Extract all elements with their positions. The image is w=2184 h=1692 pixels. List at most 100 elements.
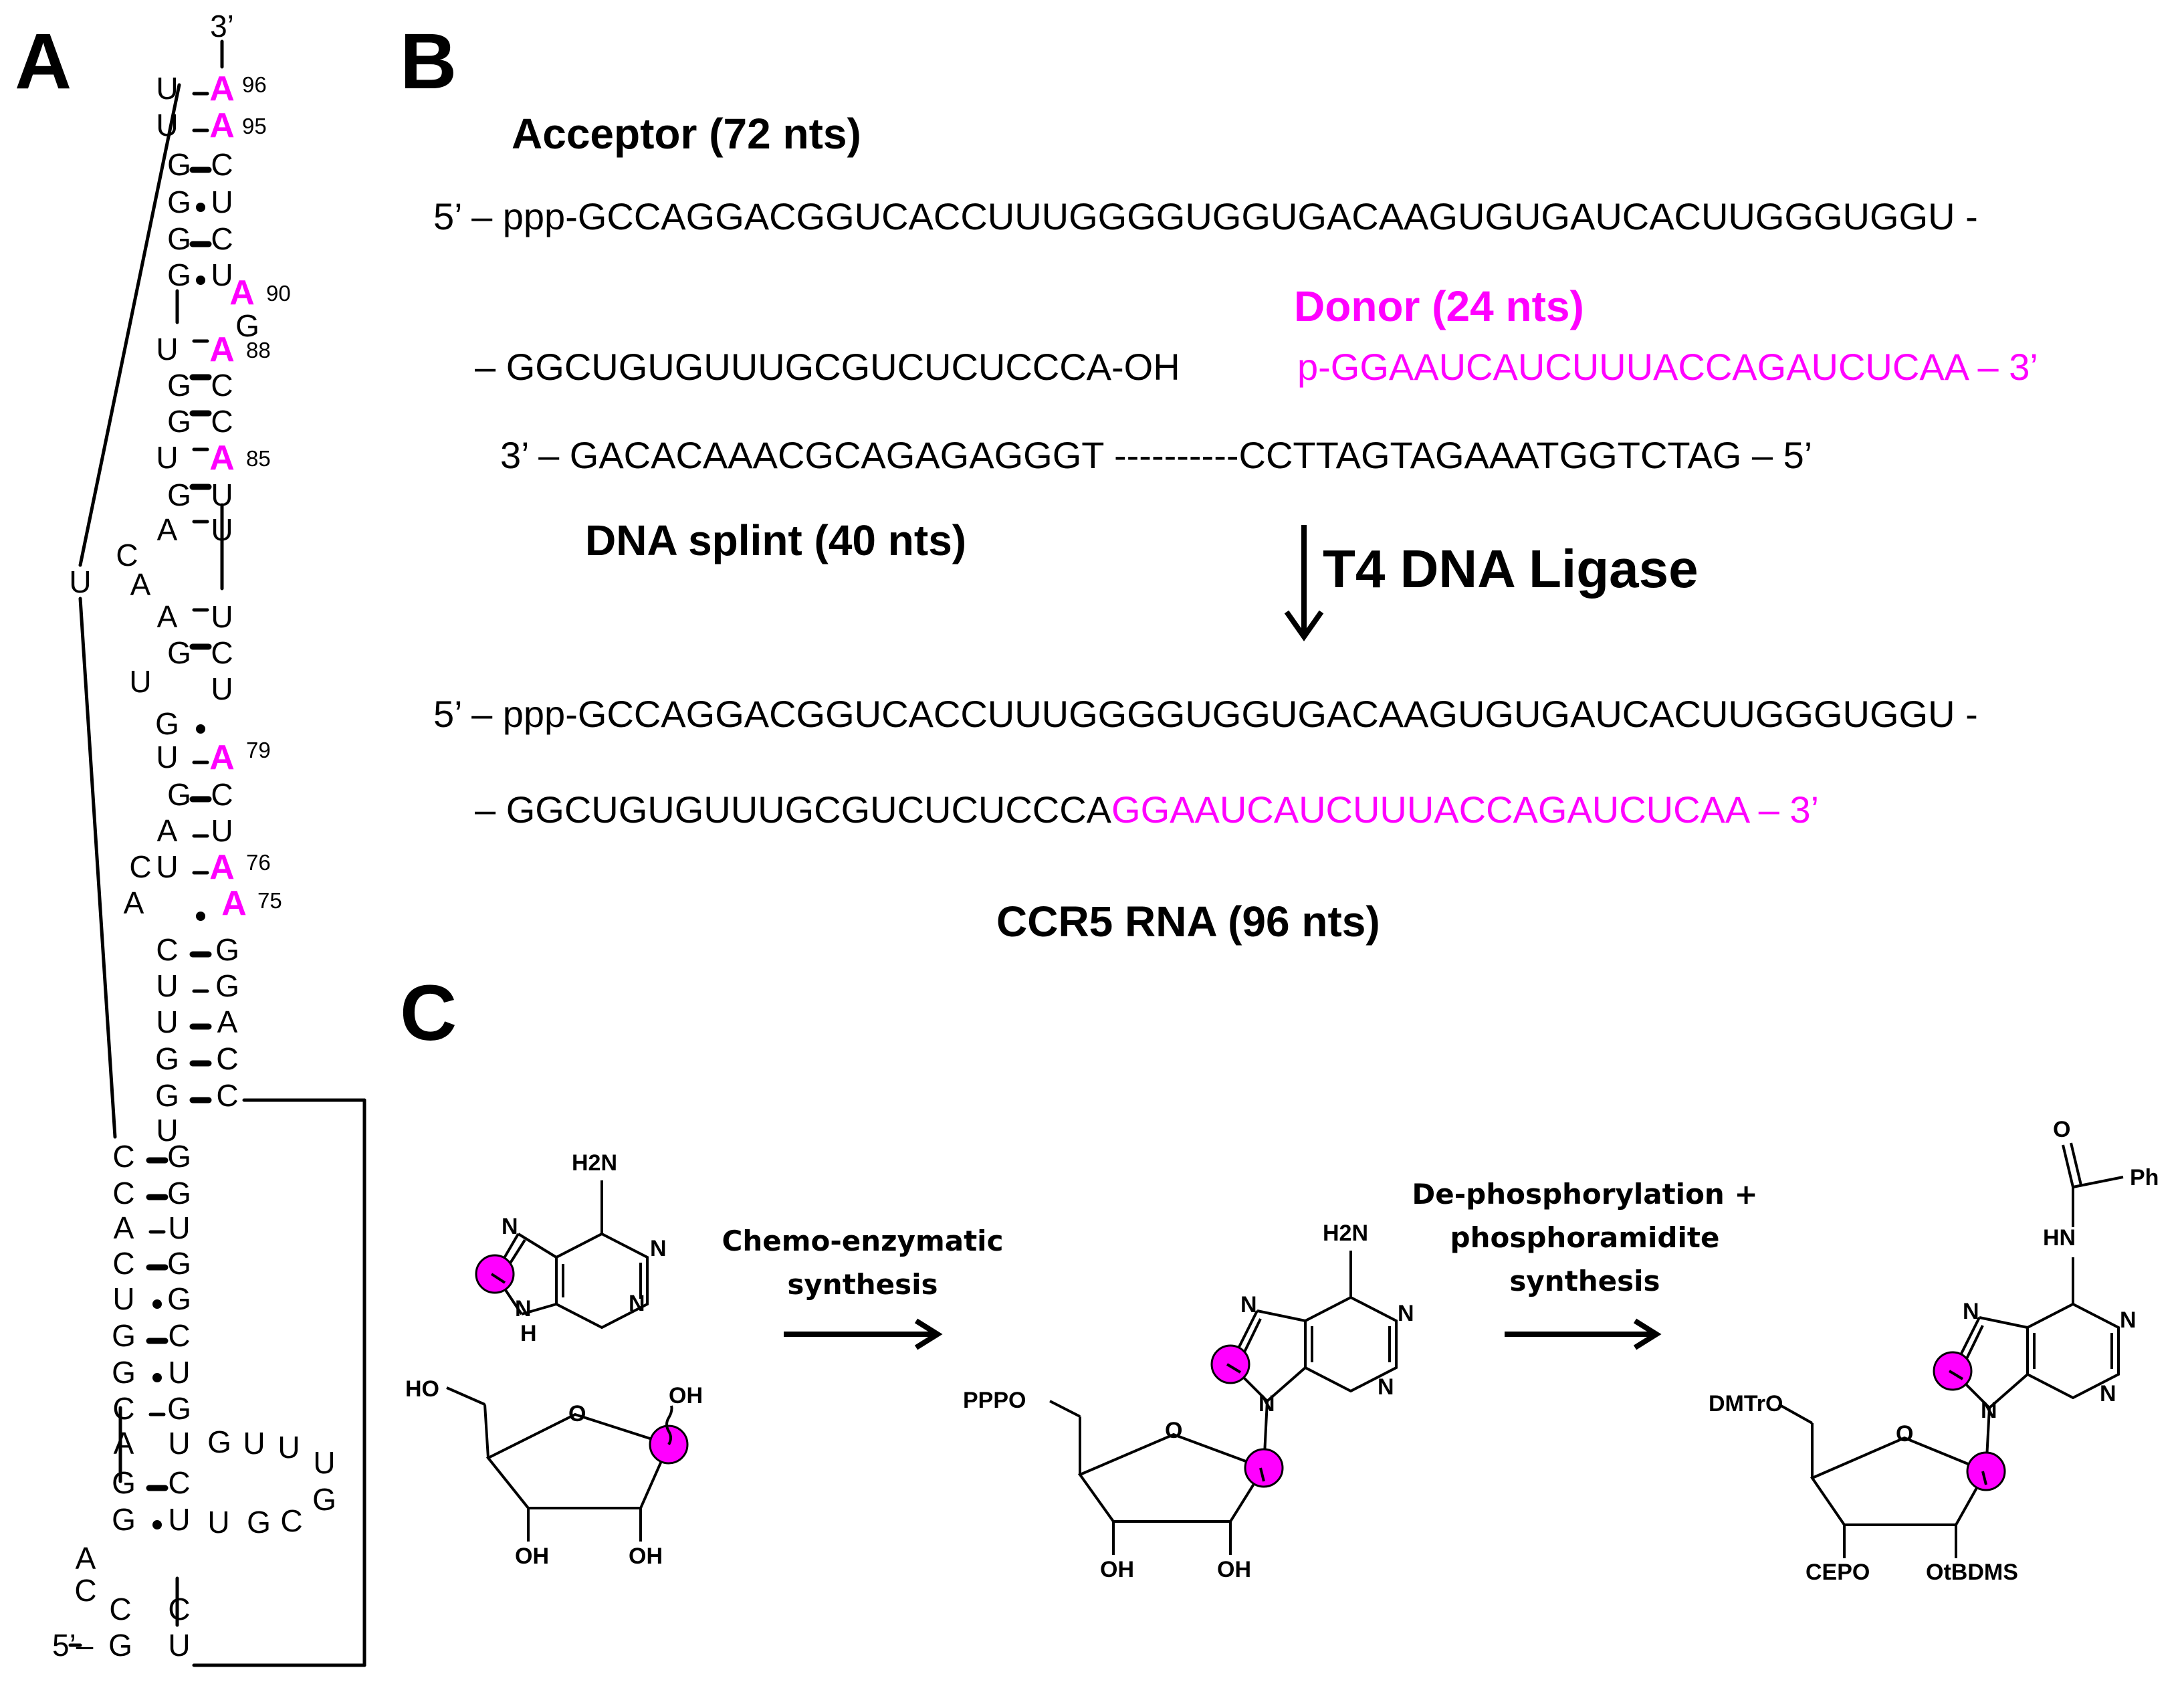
position-label-75: 75 — [257, 888, 282, 913]
nt-c: C — [156, 932, 178, 967]
nt-g: G — [167, 147, 191, 182]
nt-a76: A — [209, 848, 235, 887]
nt-loop-g: G — [207, 1424, 231, 1459]
adenine-structure — [475, 1180, 649, 1330]
nt-c: C — [112, 1139, 134, 1174]
adenine-n9: N — [515, 1296, 532, 1321]
nt-c: C — [129, 849, 151, 884]
ligation-scheme: Acceptor (72 nts) 5’ – ppp-GCCAGGACGGUCA… — [433, 110, 2038, 946]
nt-u: U — [156, 1113, 178, 1148]
amidite-dmtro: DMTrO — [1709, 1391, 1783, 1416]
nt-c: C — [112, 1176, 134, 1210]
nt-g: G — [167, 478, 191, 512]
nt-loop-u: U — [243, 1426, 265, 1461]
nt-a: A — [114, 1210, 134, 1245]
nt-c: C — [112, 1246, 134, 1281]
nt-u: U — [211, 478, 233, 512]
ntp-n9: N — [1259, 1391, 1275, 1416]
nt-a: A — [157, 512, 178, 547]
adenine-nh2: H2N — [572, 1150, 617, 1176]
nt-u: U — [156, 740, 178, 774]
amidite-n1: N — [2120, 1307, 2137, 1333]
adenine-n3: N — [629, 1291, 645, 1316]
ntp-nh2: H2N — [1323, 1221, 1368, 1246]
nt-a: A — [130, 567, 151, 602]
donor-title: Donor (24 nts) — [1294, 282, 1584, 330]
nt-c: C — [216, 1078, 238, 1113]
nt-u: U — [112, 1281, 134, 1316]
panel-label-a: A — [15, 17, 72, 106]
phosphoramidite-labels: O Ph HN N N N N DMTrO O CEPO OtBDMS — [1709, 1117, 2159, 1585]
nt-g: G — [167, 221, 191, 256]
nt-g: G — [167, 404, 191, 439]
nt-g: G — [215, 968, 239, 1003]
ntp-n7: N — [1240, 1292, 1257, 1317]
amidite-n3: N — [2100, 1381, 2116, 1406]
step2-label-line-3: synthesis — [1509, 1265, 1660, 1297]
nt-c: C — [116, 538, 138, 572]
ribose-ho: HO — [405, 1376, 439, 1402]
nt-u: U — [156, 108, 178, 142]
nt-loop-g: G — [312, 1482, 336, 1517]
nt-g: G — [167, 635, 191, 670]
nt-g: G — [167, 185, 191, 219]
nt-g: G — [235, 308, 259, 343]
acceptor-title: Acceptor (72 nts) — [512, 110, 861, 158]
nt-loop-g: G — [247, 1505, 271, 1540]
nt-a88: A — [209, 330, 235, 369]
nt-g: G — [167, 1281, 191, 1316]
nt-u: U — [156, 1004, 178, 1039]
nt-u: U — [211, 671, 233, 706]
nt-u: U — [168, 1210, 190, 1245]
nt-a95: A — [209, 106, 235, 145]
panel-label-c: C — [400, 969, 457, 1057]
nt-u: U — [156, 849, 178, 884]
ntp-oh3: OH — [1100, 1557, 1134, 1582]
nt-g: G — [215, 932, 239, 967]
nt-c: C — [211, 368, 233, 403]
amidite-n9: N — [1981, 1398, 1997, 1423]
nt-c: C — [168, 1465, 190, 1500]
ntp-n1: N — [1398, 1301, 1414, 1326]
amidite-cepo: CEPO — [1806, 1560, 1870, 1585]
step2-label-line-2: phosphoramidite — [1450, 1221, 1720, 1254]
ntp-pppo: PPPO — [963, 1388, 1026, 1413]
ntp-n3: N — [1378, 1374, 1394, 1400]
amidite-ring-o: O — [1896, 1421, 1913, 1447]
nt-g: G — [167, 1391, 191, 1426]
gc-pair-bars — [146, 167, 212, 1491]
nt-c: C — [211, 777, 233, 812]
step1-label-line-2: synthesis — [787, 1268, 938, 1301]
nt-u: U — [211, 813, 233, 848]
ligation-arrow-head — [1284, 610, 1324, 641]
nt-u: U — [129, 664, 151, 699]
nt-a79: A — [209, 738, 235, 777]
nt-loop-u: U — [207, 1505, 229, 1540]
nt-u: U — [211, 599, 233, 634]
enzyme-label: T4 DNA Ligase — [1323, 539, 1699, 599]
nt-a90: A — [229, 274, 255, 312]
chemical-synthesis-scheme: H2N N N N N H HO O OH OH OH Chemo-enzyma… — [405, 1117, 2159, 1585]
nt-u: U — [156, 968, 178, 1003]
ntp-ring-o: O — [1165, 1418, 1182, 1443]
nt-g: G — [167, 1176, 191, 1210]
nt-a: A — [157, 813, 178, 848]
nt-a: A — [124, 885, 144, 920]
nt-a: A — [114, 1426, 134, 1461]
acceptor-sequence-line-2: – GGCUGUGUUUGCGUCUCUCCCA-OH — [475, 346, 1180, 388]
position-label-88: 88 — [246, 338, 271, 362]
nt-c: C — [211, 635, 233, 670]
ntp-labels: H2N N N N N PPPO O OH OH — [963, 1221, 1414, 1582]
donor-sequence: p-GGAAUCAUCUUUACCAGAUCUCAA – 3’ — [1297, 346, 2038, 388]
nt-a: A — [217, 1004, 238, 1039]
nt-g: G — [155, 1078, 179, 1113]
step2-arrow-head — [1633, 1318, 1662, 1350]
nt-u: U — [211, 185, 233, 219]
backbone-lines — [68, 39, 366, 1667]
step2-label-line-1: De-phosphorylation + — [1412, 1178, 1757, 1210]
nt-c: C — [211, 147, 233, 182]
amidite-nh: HN — [2043, 1225, 2076, 1251]
nt-g1: G — [108, 1628, 132, 1663]
nt-g: G — [167, 1139, 191, 1174]
